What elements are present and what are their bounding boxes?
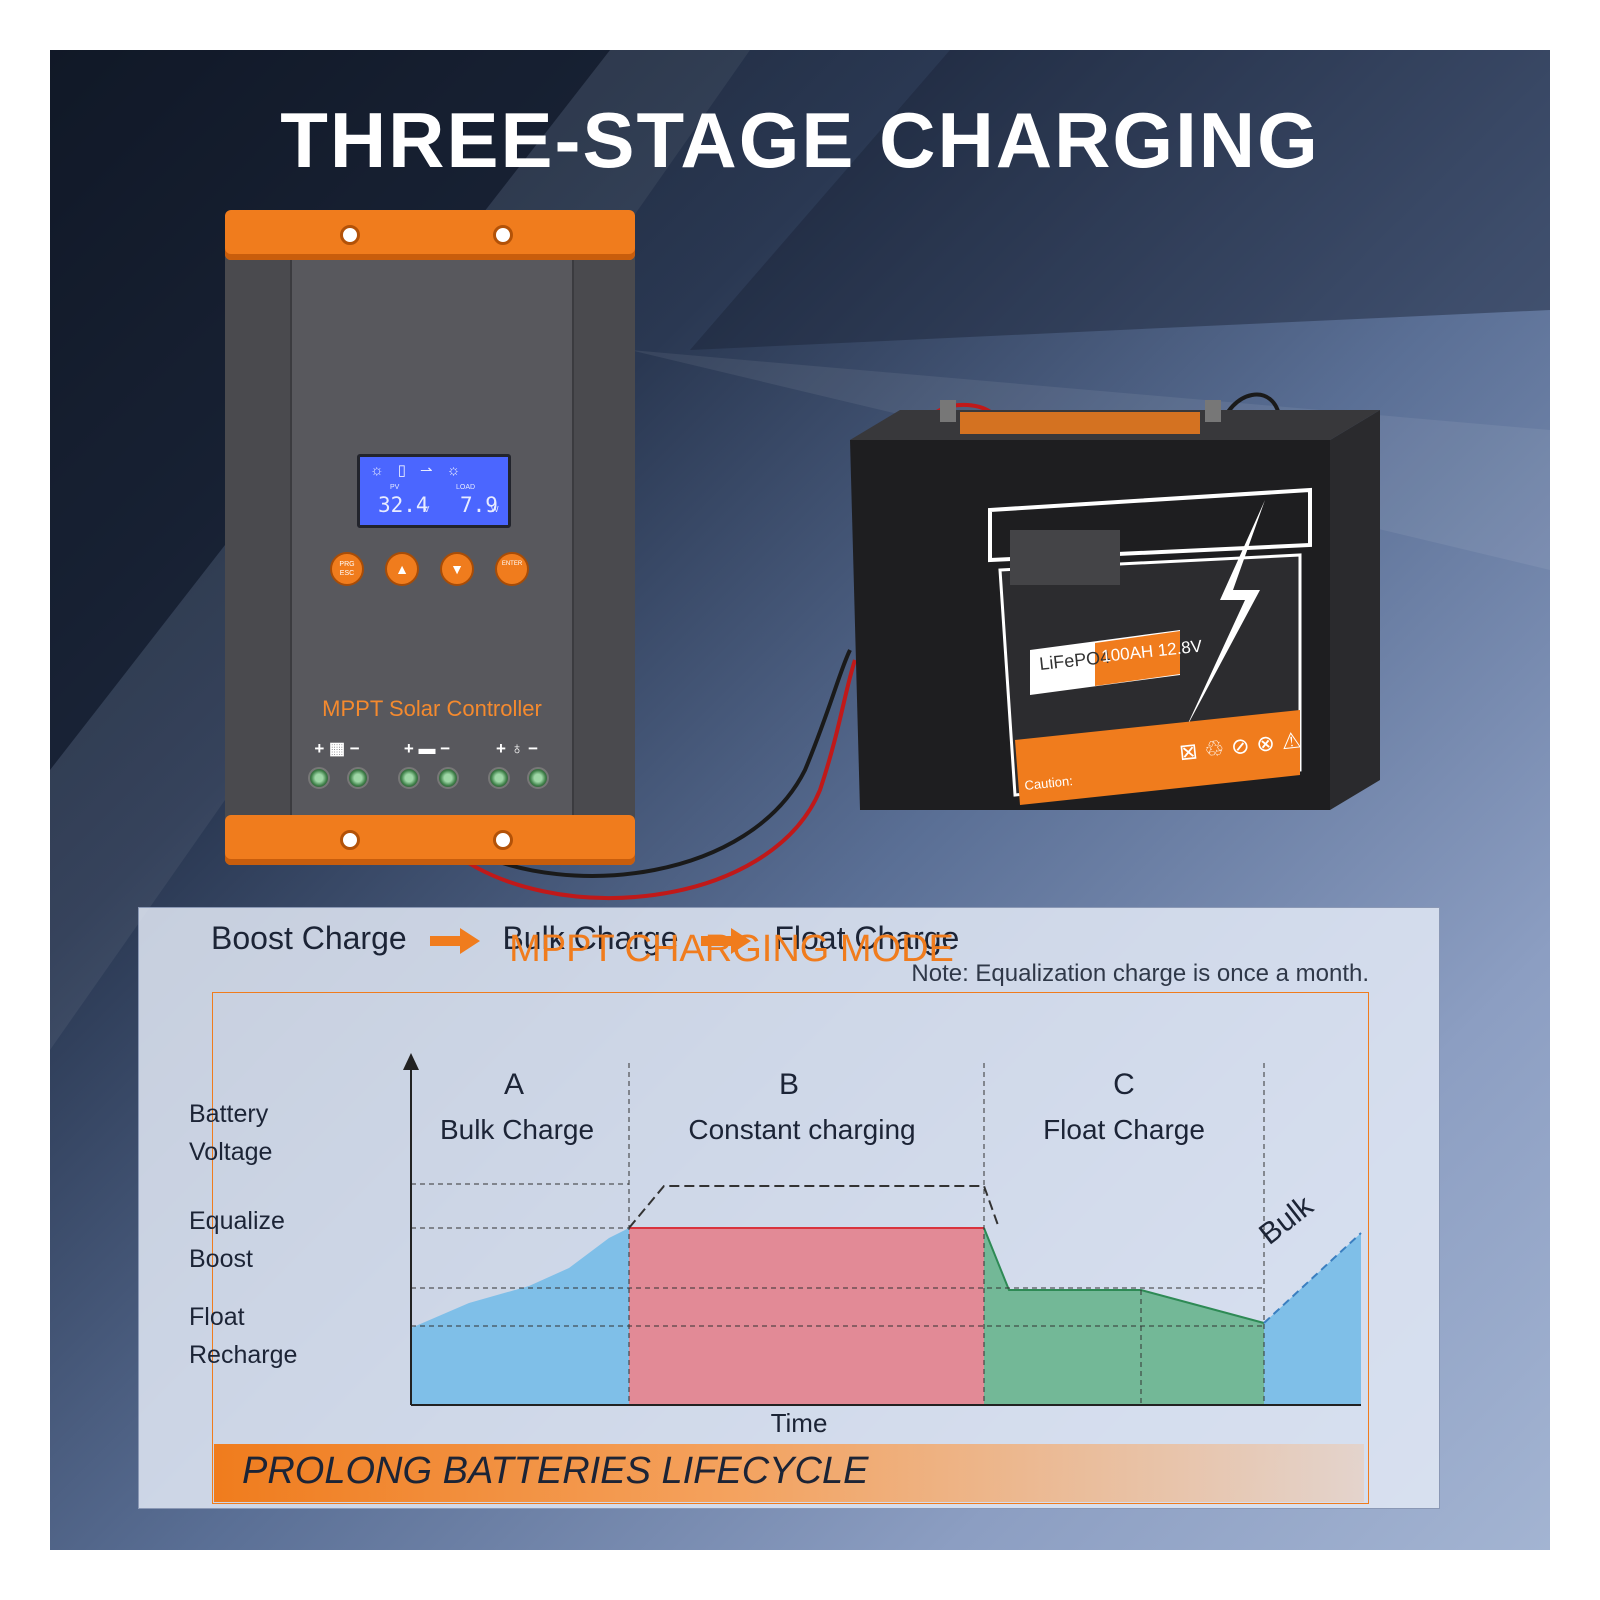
terminal-screw (347, 767, 369, 789)
bottom-mounting-bracket (225, 815, 635, 865)
phase-letter-c: C (1113, 1068, 1135, 1101)
phase-letter-a: A (503, 1068, 524, 1101)
lcd-display: ☼▯⇀☼ PV LOAD 32.4 V 7.9 W (357, 454, 511, 528)
stage-flow-float: Float Charge (774, 920, 960, 956)
arrow-right-icon (701, 927, 752, 954)
lcd-pv-unit: V (424, 505, 430, 514)
constant-charge-area (629, 1228, 984, 1405)
prg-esc-button: PRG ESC (330, 552, 364, 586)
phase-name-b: Constant charging (688, 1114, 916, 1145)
terminal-screw (398, 767, 420, 789)
battery-terminal-symbol: + ▬ − (403, 739, 451, 758)
charging-info-panel: Boost Charge Bulk Charge Float Charge No… (138, 907, 1440, 1509)
terminal-screw (527, 767, 549, 789)
controller-body: ☼▯⇀☼ PV LOAD 32.4 V 7.9 W PRG ESC ▲ ▼ EN… (225, 252, 635, 822)
lifecycle-banner: PROLONG BATTERIES LIFECYCLE (214, 1444, 1364, 1502)
float-charge-area (984, 1228, 1264, 1405)
lcd-status-icons: ☼▯⇀☼ (370, 462, 475, 479)
y-label-voltage: Voltage (189, 1138, 273, 1166)
stage-flow-bulk: Bulk Charge (502, 920, 679, 956)
stage-flow: Boost Charge Bulk Charge Float Charge (211, 920, 959, 957)
lcd-load-value: 7.9 (460, 493, 498, 517)
y-label-float: Float (189, 1303, 245, 1331)
load-terminal-symbol: + ♁ − (495, 739, 539, 758)
lcd-pv-label: PV (390, 484, 400, 491)
page-title: THREE-STAGE CHARGING (280, 96, 1320, 184)
controller-faceplate: ☼▯⇀☼ PV LOAD 32.4 V 7.9 W PRG ESC ▲ ▼ EN… (290, 252, 574, 822)
mppt-controller: ☼▯⇀☼ PV LOAD 32.4 V 7.9 W PRG ESC ▲ ▼ EN… (225, 210, 635, 865)
recharge-area (1264, 1233, 1361, 1405)
stage-flow-boost: Boost Charge (211, 920, 407, 956)
top-mounting-bracket (225, 210, 635, 260)
y-label-equalize: Equalize (189, 1207, 285, 1235)
solar-terminal-symbol: + ▦ − (314, 739, 360, 758)
enter-button: ENTER (495, 552, 529, 586)
arrow-right-icon (429, 927, 480, 954)
phase-name-a: Bulk Charge (439, 1114, 595, 1145)
lifepo4-battery: LiFePO4 100AH 12.8V Caution: ⊠ ♲ ⊘ ⊗ ⚠ (850, 400, 1380, 810)
terminal-screw (308, 767, 330, 789)
down-button: ▼ (440, 552, 474, 586)
equalization-note: Note: Equalization charge is once a mont… (911, 960, 1369, 987)
lcd-load-label: LOAD (456, 484, 476, 491)
y-label-battery: Battery (189, 1100, 269, 1128)
lifecycle-banner-text: PROLONG BATTERIES LIFECYCLE (242, 1450, 869, 1492)
hero-image: THREE-STAGE CHARGING ☼▯⇀☼ PV LOAD 32.4 V… (50, 50, 1550, 1550)
terminal-screw (488, 767, 510, 789)
phase-letter-b: B (778, 1068, 799, 1101)
charging-curve-diagram (403, 1053, 1362, 1406)
lcd-pv-value: 32.4 (378, 493, 429, 517)
charging-mode-title: MPPT CHARGING MODE (509, 928, 954, 970)
charging-mode-box (212, 992, 1369, 1504)
lcd-load-unit: W (491, 505, 499, 514)
terminal-screw (437, 767, 459, 789)
controller-label: MPPT Solar Controller (322, 696, 542, 721)
y-label-recharge: Recharge (189, 1341, 298, 1369)
bulk-area (411, 1228, 629, 1405)
phase-name-c: Float Charge (1043, 1114, 1205, 1145)
x-axis-label: Time (770, 1408, 828, 1438)
y-label-boost: Boost (189, 1245, 253, 1273)
up-button: ▲ (385, 552, 419, 586)
battery-caution-label: Caution: (1024, 773, 1074, 793)
